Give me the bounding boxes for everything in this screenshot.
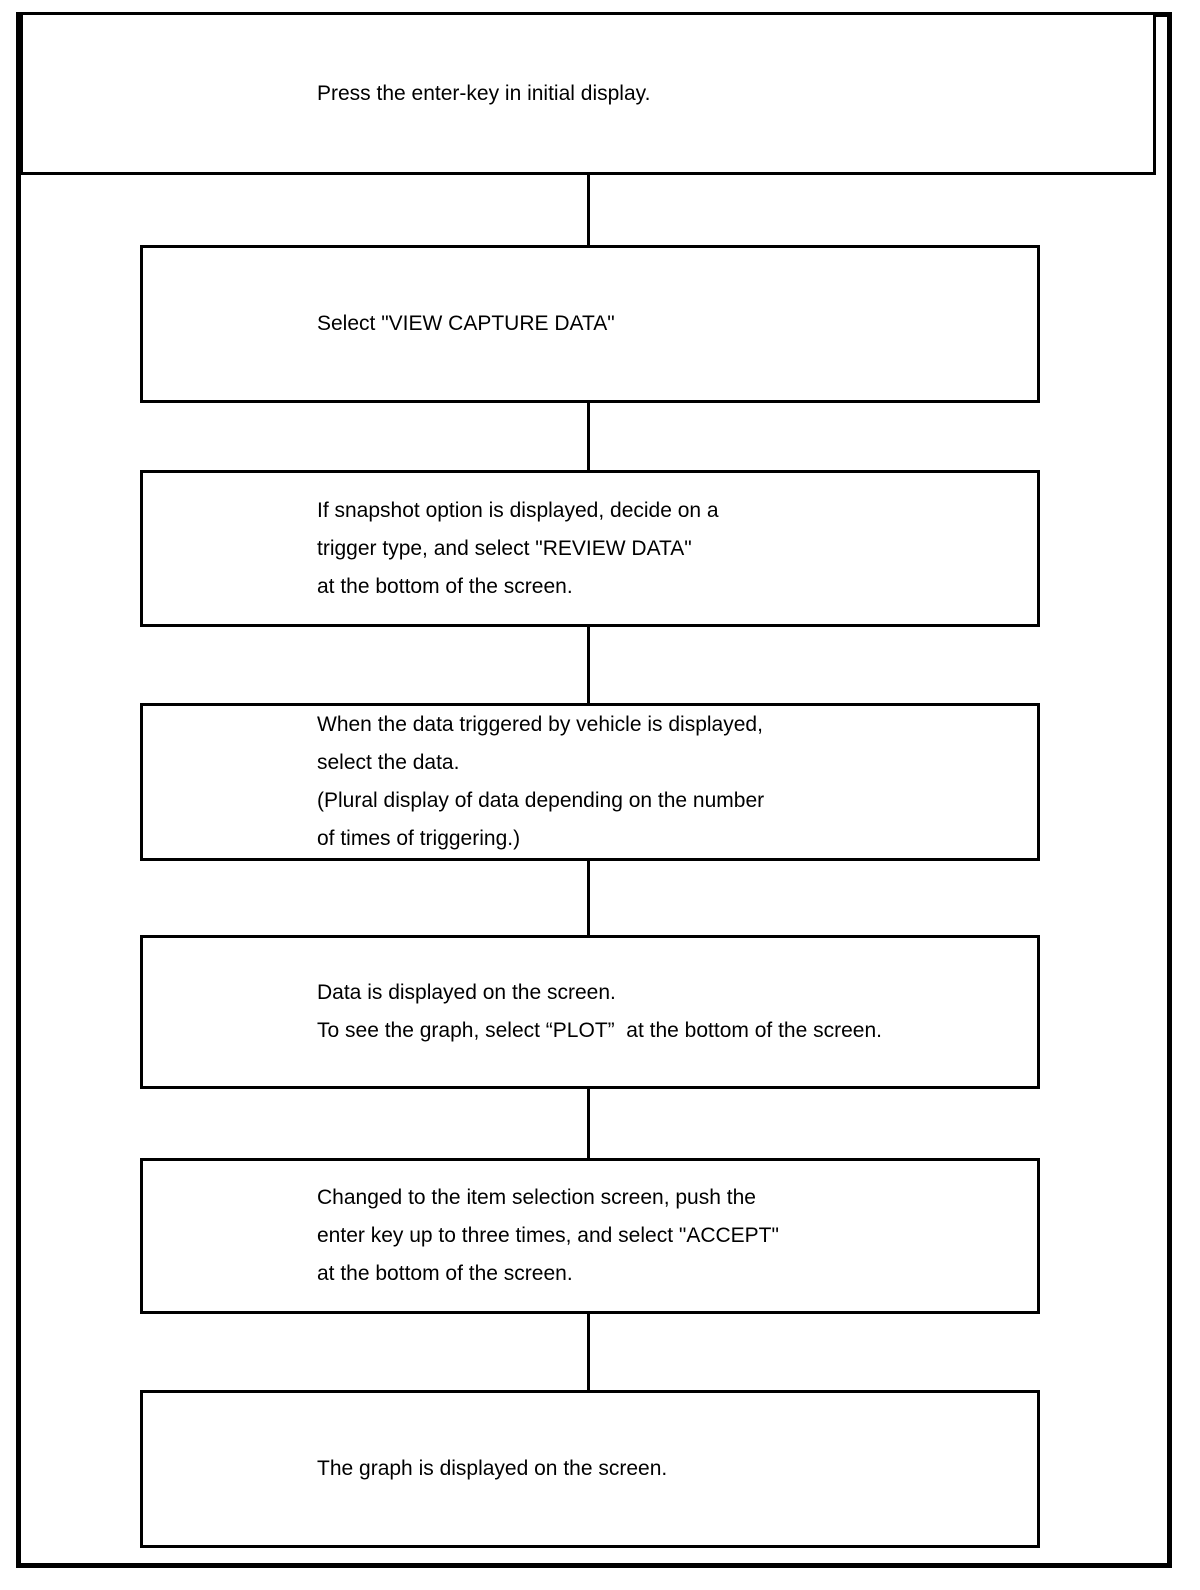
flow-step-1: Press the enter-key in initial display.: [20, 12, 1156, 175]
connector-line-2-3: [587, 403, 590, 470]
flow-step-6-text-line-3: at the bottom of the screen.: [317, 1262, 573, 1285]
flow-step-4-text-line-3: (Plural display of data depending on the…: [317, 789, 765, 812]
flow-step-5: Data is displayed on the screen. To see …: [140, 935, 1040, 1089]
flow-step-5-text-line-2: To see the graph, select “PLOT” at the b…: [317, 1019, 882, 1042]
flow-step-6-text-line-2: enter key up to three times, and select …: [317, 1224, 779, 1247]
flow-step-2-text: Select "VIEW CAPTURE DATA": [317, 312, 615, 335]
connector-line-4-5: [587, 861, 590, 935]
flow-step-1-text: Press the enter-key in initial display.: [317, 81, 651, 105]
flow-step-3: If snapshot option is displayed, decide …: [140, 470, 1040, 627]
flow-step-6-text-line-1: Changed to the item selection screen, pu…: [317, 1186, 756, 1209]
flow-step-3-text-line-1: If snapshot option is displayed, decide …: [317, 498, 719, 522]
connector-line-5-6: [587, 1089, 590, 1158]
flow-step-4-text-line-2: select the data.: [317, 751, 460, 774]
flow-step-4: When the data triggered by vehicle is di…: [140, 703, 1040, 861]
flow-step-4-text-line-1: When the data triggered by vehicle is di…: [317, 713, 763, 736]
flow-step-3-text-line-3: at the bottom of the screen.: [317, 574, 573, 598]
flow-step-5-text-line-1: Data is displayed on the screen.: [317, 981, 616, 1004]
connector-line-3-4: [587, 627, 590, 703]
connector-line-1-2: [587, 175, 590, 245]
flow-step-2: Select "VIEW CAPTURE DATA": [140, 245, 1040, 403]
flow-step-7: The graph is displayed on the screen.: [140, 1390, 1040, 1548]
flow-step-7-text: The graph is displayed on the screen.: [317, 1457, 668, 1480]
flow-step-6: Changed to the item selection screen, pu…: [140, 1158, 1040, 1314]
connector-line-6-7: [587, 1314, 590, 1390]
flow-step-4-text-line-4: of times of triggering.): [317, 827, 521, 850]
flow-step-3-text-line-2: trigger type, and select "REVIEW DATA": [317, 536, 692, 560]
